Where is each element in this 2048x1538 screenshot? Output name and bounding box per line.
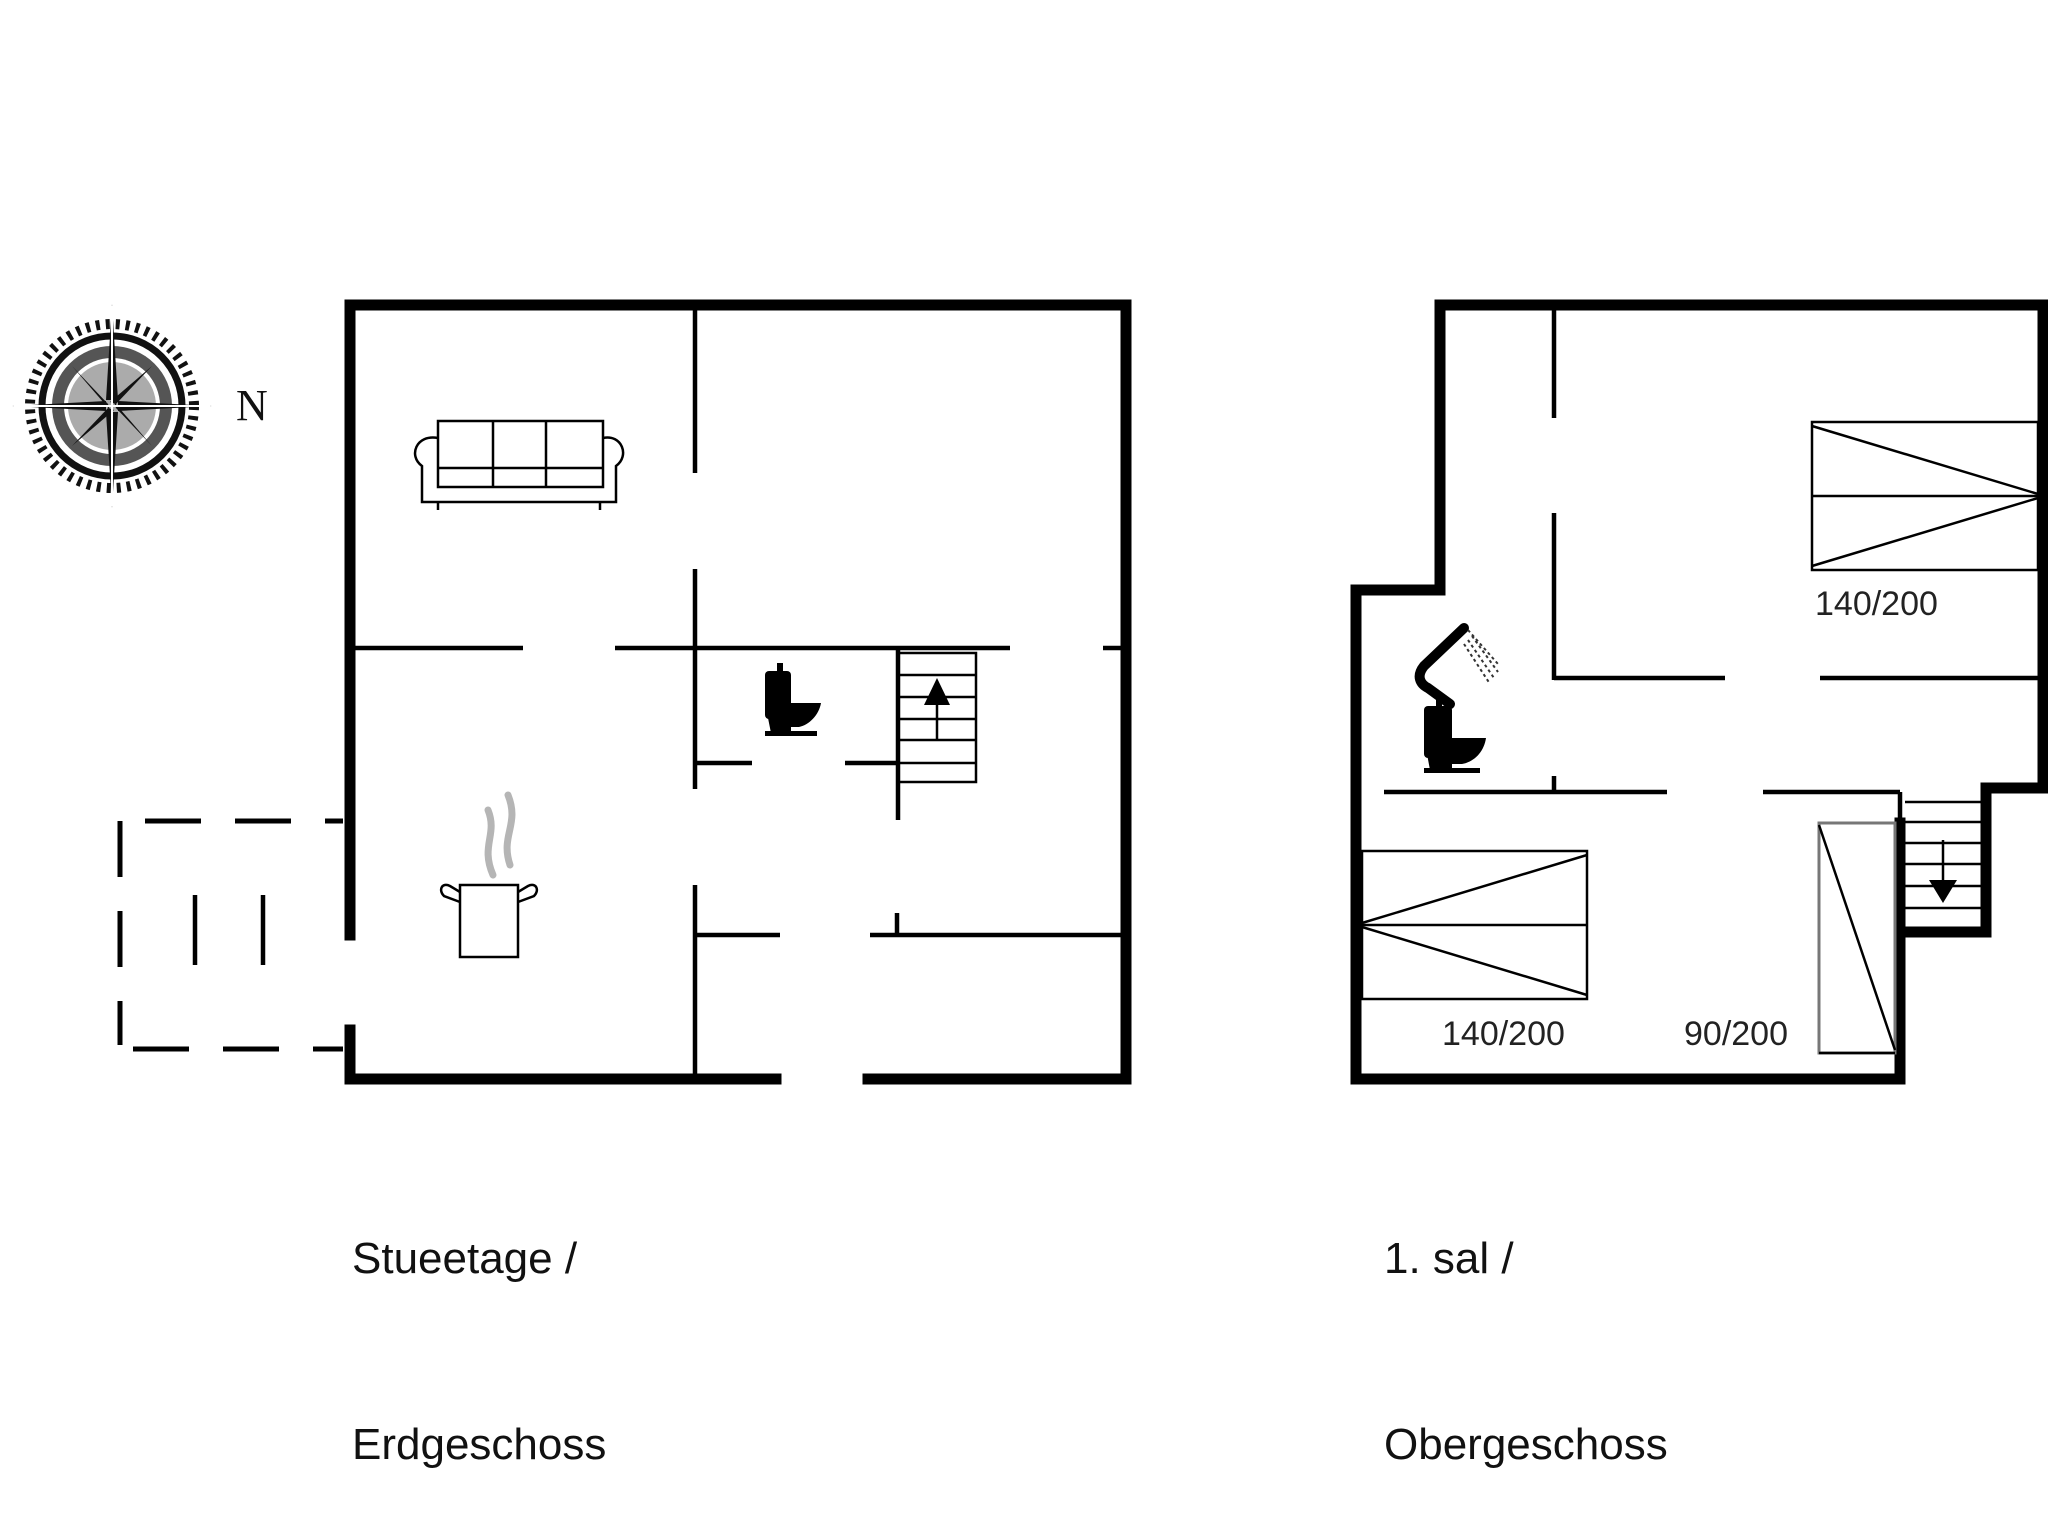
floor-label-line1: Stueetage / [352,1234,578,1283]
bed-size-label: 140/200 [1815,585,1938,623]
first-floor-plan [1350,299,2048,1085]
north-label: N [236,381,268,430]
double-bed-icon [1360,849,1589,1001]
floor-label-line2: Erdgeschoss [352,1420,607,1469]
ground-floor-plan [117,299,1132,1085]
single-bed-icon [1817,821,1897,1055]
floor-label-first: 1. sal / Obergeschoss [1384,1104,1668,1538]
double-bed-icon [1810,420,2040,572]
floor-label-line2: Obergeschoss [1384,1420,1668,1469]
terrace-outline [117,818,343,1052]
floor-label-line1: 1. sal / [1384,1234,1514,1283]
bed-size-label: 90/200 [1684,1015,1788,1053]
compass-rose-icon [12,304,212,508]
toilet-icon [1424,698,1486,773]
bed-size-label: 140/200 [1442,1015,1565,1053]
cooking-pot-icon [439,791,539,959]
shower-icon [1414,623,1499,709]
staircase-down-icon [1905,800,1982,910]
sofa-icon [413,419,625,510]
floor-label-ground: Stueetage / Erdgeschoss [352,1104,606,1538]
toilet-icon [765,663,821,736]
staircase-up-icon [896,651,978,784]
